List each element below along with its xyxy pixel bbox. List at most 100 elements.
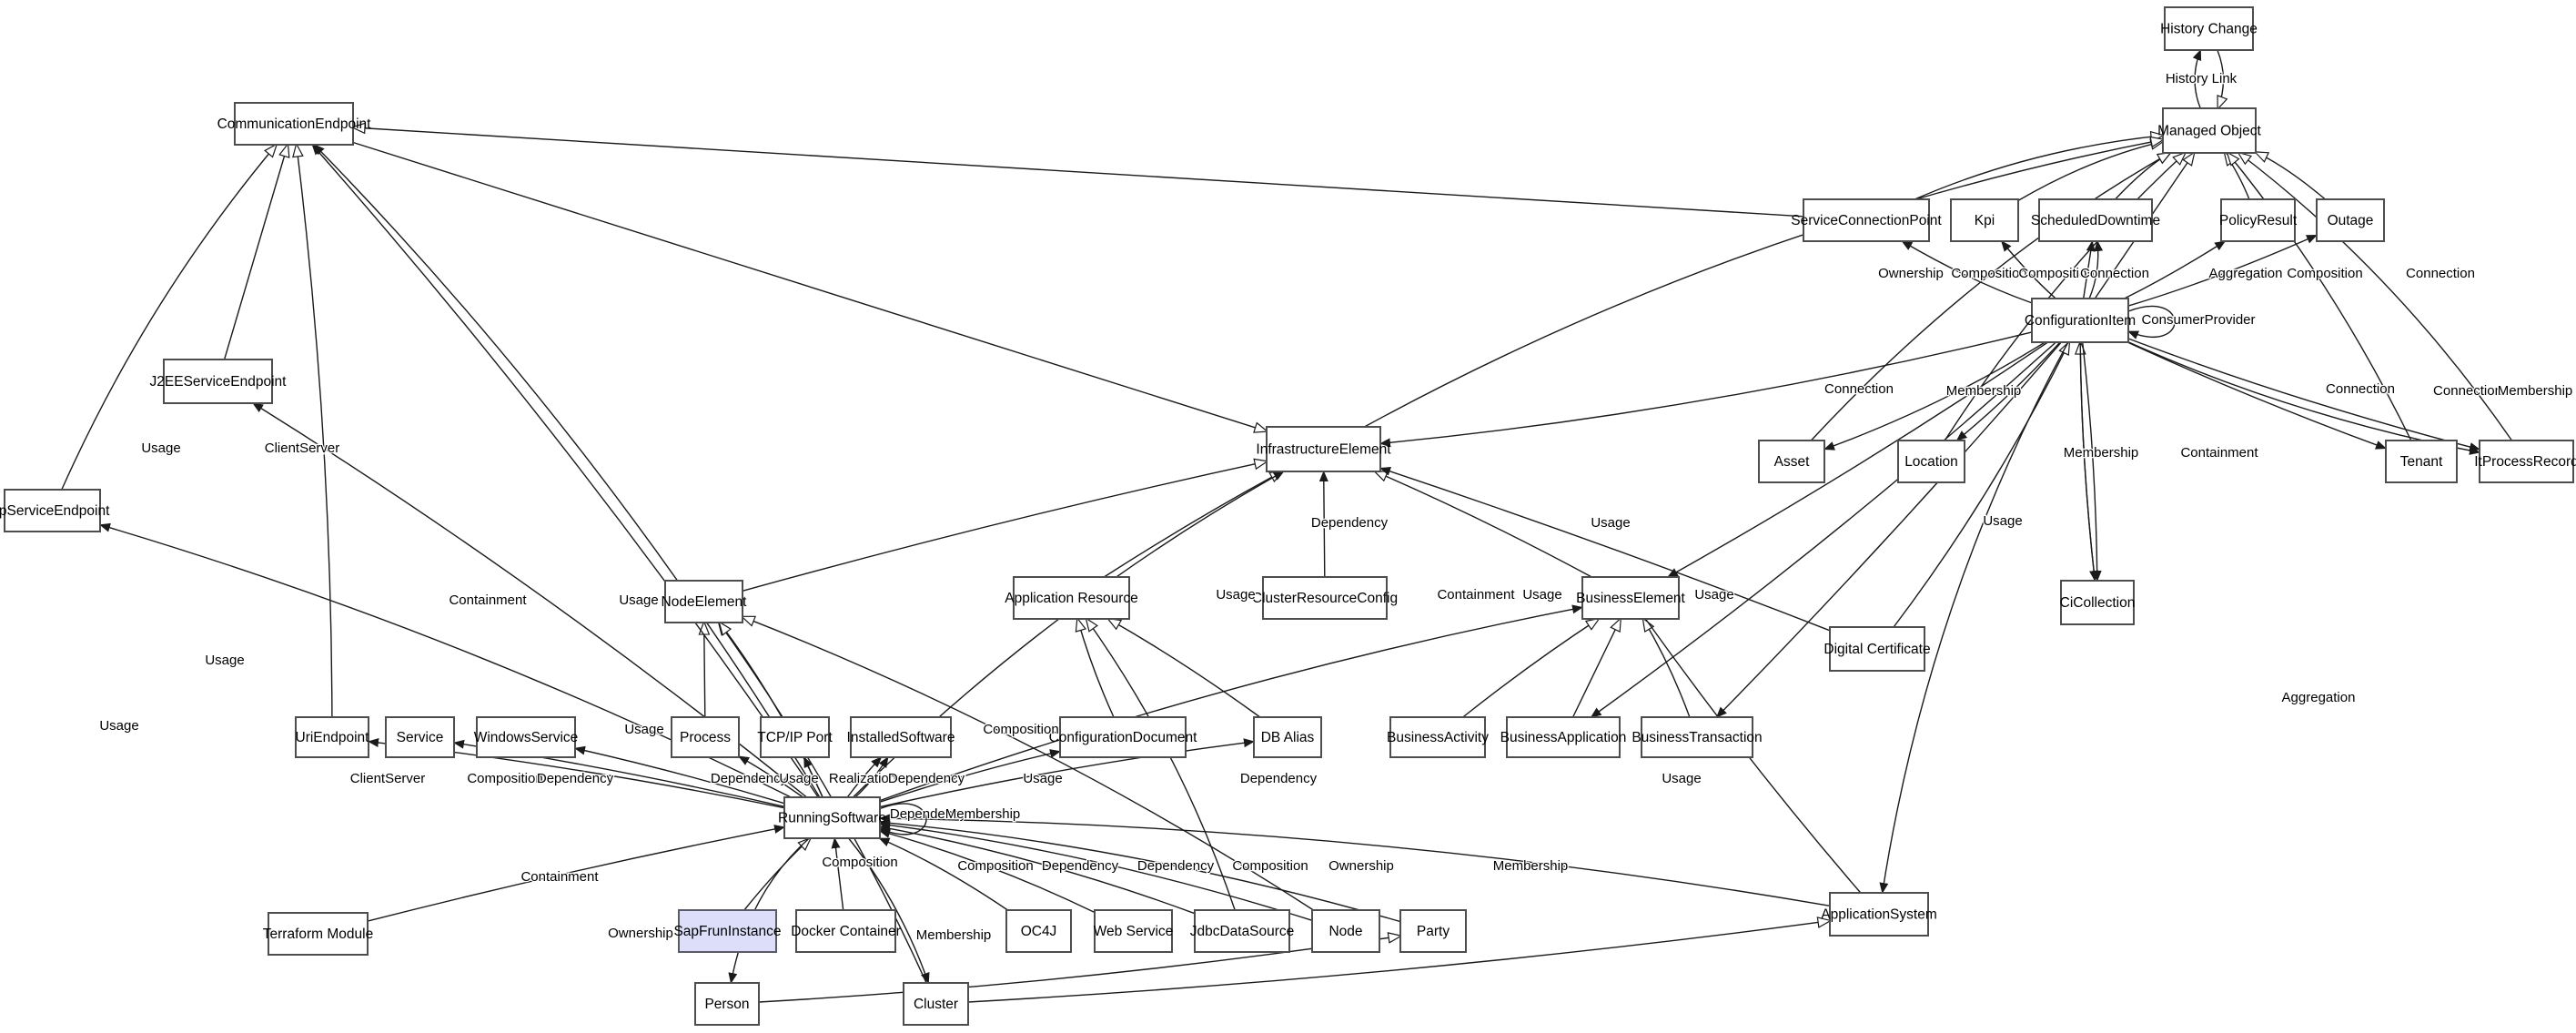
node-box-tcpip-port[interactable] bbox=[760, 716, 830, 758]
node-kpi[interactable]: Kpi bbox=[1950, 198, 2019, 242]
node-party[interactable]: Party bbox=[1399, 909, 1467, 953]
node-box-business-application[interactable] bbox=[1506, 716, 1621, 758]
node-box-person[interactable] bbox=[694, 982, 760, 1026]
node-box-configuration-item[interactable] bbox=[2031, 298, 2129, 343]
node-history-change[interactable]: History Change bbox=[2160, 6, 2258, 51]
node-box-application-system[interactable] bbox=[1829, 892, 1929, 937]
node-node-element[interactable]: NodeElement bbox=[662, 580, 748, 623]
node-box-business-transaction[interactable] bbox=[1641, 716, 1753, 758]
node-docker-container[interactable]: Docker Container bbox=[791, 909, 901, 953]
node-box-application-resource[interactable] bbox=[1013, 576, 1130, 620]
node-label-business-application: BusinessApplication bbox=[1500, 730, 1627, 745]
node-box-service[interactable] bbox=[385, 716, 455, 758]
node-box-asset[interactable] bbox=[1758, 440, 1825, 483]
node-location[interactable]: Location bbox=[1897, 440, 1965, 483]
node-business-activity[interactable]: BusinessActivity bbox=[1387, 716, 1489, 758]
node-managed-object[interactable]: Managed Object bbox=[2157, 107, 2262, 154]
node-j2ee-service-endpoint[interactable]: J2EEServiceEndpoint bbox=[150, 359, 288, 404]
relationship-edge-configuration-document-application-resource bbox=[1077, 619, 1115, 718]
node-business-transaction[interactable]: BusinessTransaction bbox=[1631, 716, 1763, 758]
node-box-uri-endpoint[interactable] bbox=[295, 716, 369, 758]
node-box-process[interactable] bbox=[671, 716, 740, 758]
node-box-web-service[interactable] bbox=[1094, 909, 1173, 953]
node-ci-collection[interactable]: CiCollection bbox=[2060, 580, 2136, 625]
node-process[interactable]: Process bbox=[671, 716, 740, 758]
node-tcpip-port[interactable]: TCP/IP Port bbox=[757, 716, 833, 758]
relationship-edge-configuration-item-ci-collection bbox=[2079, 341, 2099, 582]
node-terraform-module[interactable]: Terraform Module bbox=[263, 912, 373, 956]
node-outage[interactable]: Outage bbox=[2316, 198, 2385, 242]
node-box-business-element[interactable] bbox=[1581, 576, 1680, 620]
node-box-digital-certificate[interactable] bbox=[1829, 626, 1925, 672]
node-cluster[interactable]: Cluster bbox=[903, 982, 969, 1026]
node-box-db-alias[interactable] bbox=[1253, 716, 1322, 758]
node-service-connection-point[interactable]: ServiceConnectionPoint bbox=[1791, 198, 1942, 242]
node-configuration-item[interactable]: ConfigurationItem bbox=[2025, 298, 2136, 343]
node-db-alias[interactable]: DB Alias bbox=[1253, 716, 1322, 758]
node-application-resource[interactable]: Application Resource bbox=[1005, 576, 1138, 620]
node-box-location[interactable] bbox=[1897, 440, 1965, 483]
node-box-policy-result[interactable] bbox=[2220, 198, 2296, 242]
node-oc4j[interactable]: OC4J bbox=[1005, 909, 1072, 953]
node-asset[interactable]: Asset bbox=[1758, 440, 1825, 483]
node-box-business-activity[interactable] bbox=[1389, 716, 1486, 758]
node-box-node[interactable] bbox=[1311, 909, 1380, 953]
node-box-jdbc-data-source[interactable] bbox=[1194, 909, 1290, 953]
node-node[interactable]: Node bbox=[1311, 909, 1380, 953]
node-configuration-document[interactable]: ConfigurationDocument bbox=[1049, 716, 1198, 758]
node-person[interactable]: Person bbox=[694, 982, 760, 1026]
node-application-system[interactable]: ApplicationSystem bbox=[1821, 892, 1937, 937]
node-box-tenant[interactable] bbox=[2385, 440, 2458, 483]
node-box-ci-collection[interactable] bbox=[2060, 580, 2135, 625]
node-box-scheduled-downtime[interactable] bbox=[2038, 198, 2153, 242]
node-communication-endpoint[interactable]: CommunicationEndpoint bbox=[217, 102, 372, 146]
node-box-ip-service-endpoint[interactable] bbox=[4, 489, 101, 532]
node-box-running-software[interactable] bbox=[783, 796, 881, 839]
node-policy-result[interactable]: PolicyResult bbox=[2219, 198, 2298, 242]
node-web-service[interactable]: Web Service bbox=[1094, 909, 1174, 953]
node-uri-endpoint[interactable]: UriEndpoint bbox=[295, 716, 370, 758]
relationship-edge-business-application-business-element bbox=[1571, 619, 1621, 718]
node-box-j2ee-service-endpoint[interactable] bbox=[163, 359, 273, 404]
node-box-cluster[interactable] bbox=[903, 982, 969, 1026]
node-cluster-resource-config[interactable]: ClusterResourceConfig bbox=[1252, 576, 1398, 620]
relationship-edge-docker-container-running-software bbox=[831, 837, 844, 911]
relationship-edge-configuration-item-service-connection-point bbox=[1901, 240, 2033, 304]
node-jdbc-data-source[interactable]: JdbcDataSource bbox=[1190, 909, 1295, 953]
node-infrastructure-element[interactable]: InfrastructureElement bbox=[1256, 426, 1391, 472]
node-box-party[interactable] bbox=[1399, 909, 1467, 953]
node-tenant[interactable]: Tenant bbox=[2385, 440, 2458, 483]
node-box-node-element[interactable] bbox=[664, 580, 743, 623]
node-box-cluster-resource-config[interactable] bbox=[1262, 576, 1388, 620]
node-installed-software[interactable]: InstalledSoftware bbox=[847, 716, 955, 758]
node-digital-certificate[interactable]: Digital Certificate bbox=[1823, 626, 1931, 672]
node-sap-frun-instance[interactable]: SapFrunInstance bbox=[673, 909, 782, 953]
node-box-communication-endpoint[interactable] bbox=[234, 102, 354, 146]
relationship-edge-j2ee-service-endpoint-communication-endpoint bbox=[223, 145, 288, 360]
relationship-edge-location-managed-object bbox=[1944, 153, 2185, 441]
node-box-history-change[interactable] bbox=[2164, 6, 2254, 51]
node-box-service-connection-point[interactable] bbox=[1803, 198, 1930, 242]
node-business-element[interactable]: BusinessElement bbox=[1576, 576, 1686, 620]
node-box-managed-object[interactable] bbox=[2162, 107, 2257, 154]
node-running-software[interactable]: RunningSoftware bbox=[778, 796, 886, 839]
node-box-windows-service[interactable] bbox=[476, 716, 576, 758]
relationship-edge-running-software-running-software bbox=[879, 803, 927, 837]
node-box-terraform-module[interactable] bbox=[268, 912, 369, 956]
node-box-configuration-document[interactable] bbox=[1059, 716, 1187, 758]
node-scheduled-downtime[interactable]: ScheduledDowntime bbox=[2031, 198, 2160, 242]
node-box-oc4j[interactable] bbox=[1005, 909, 1072, 953]
edge-label-30: Usage bbox=[624, 722, 663, 737]
node-box-installed-software[interactable] bbox=[850, 716, 952, 758]
node-ip-service-endpoint[interactable]: IpServiceEndpoint bbox=[0, 489, 110, 532]
node-box-it-process-record[interactable] bbox=[2479, 440, 2574, 483]
node-box-infrastructure-element[interactable] bbox=[1266, 426, 1381, 472]
node-box-outage[interactable] bbox=[2316, 198, 2385, 242]
node-it-process-record[interactable]: ItProcessRecord bbox=[2474, 440, 2576, 483]
node-service[interactable]: Service bbox=[385, 716, 455, 758]
node-box-kpi[interactable] bbox=[1950, 198, 2019, 242]
node-box-docker-container[interactable] bbox=[795, 909, 896, 953]
node-business-application[interactable]: BusinessApplication bbox=[1500, 716, 1627, 758]
node-windows-service[interactable]: WindowsService bbox=[474, 716, 579, 758]
node-box-sap-frun-instance[interactable] bbox=[678, 909, 777, 953]
